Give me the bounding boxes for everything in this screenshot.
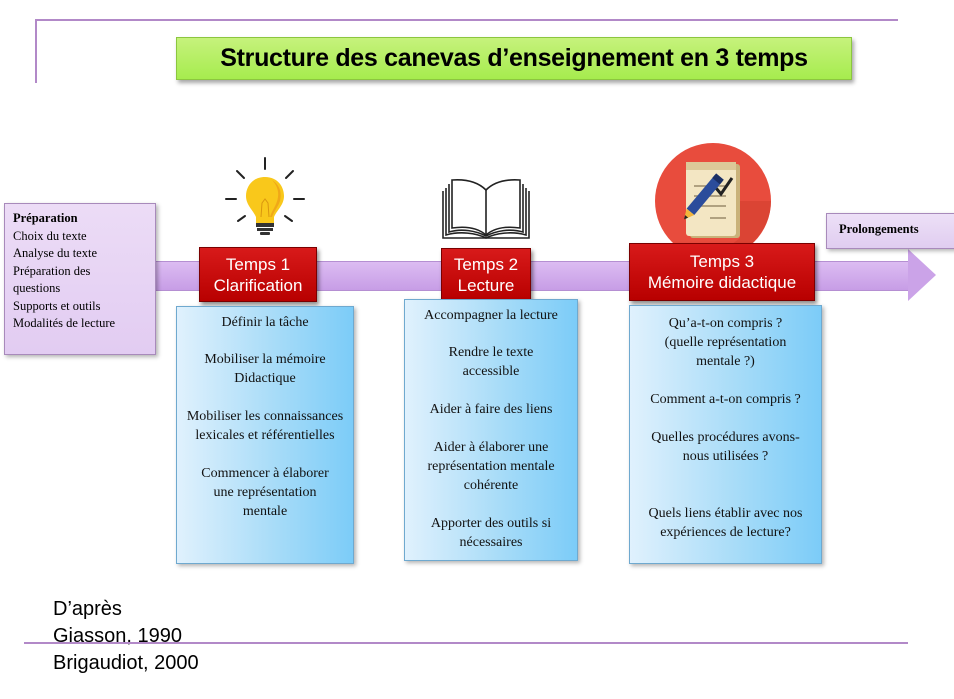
temps-3-label: Temps 3 Mémoire didactique <box>629 243 815 301</box>
preparation-item: Choix du texte <box>13 228 87 243</box>
preparation-item: questions <box>13 281 61 295</box>
temps-3-name: Mémoire didactique <box>647 273 797 292</box>
temps-3-item: Comment a-t-on compris ? <box>650 392 801 407</box>
preparation-box: Préparation Choix du texte Analyse du te… <box>4 203 156 355</box>
preparation-item: Modalités de lecture <box>13 316 116 330</box>
temps-1-item: Définir la tâche <box>221 315 309 330</box>
credit-line: Brigaudiot, 2000 <box>53 652 199 674</box>
top-rule <box>35 19 898 21</box>
temps-3-content-box: Qu’a-t-on compris ? (quelle représentati… <box>629 305 822 564</box>
temps-3-number: Temps 3 <box>689 252 755 271</box>
preparation-item: Analyse du texte <box>13 246 98 260</box>
credit-line: D’après <box>53 598 122 620</box>
temps-1-name: Clarification <box>213 275 303 295</box>
temps-3-item: Qu’a-t-on compris ? (quelle représentati… <box>664 316 787 369</box>
temps-3-item: Quels liens établir avec nos expériences… <box>648 506 803 540</box>
temps-1-label: Temps 1 Clarification <box>199 247 317 302</box>
temps-2-content-box: Accompagner la lecture Rendre le texte a… <box>404 299 578 561</box>
preparation-item: Supports et outils <box>13 298 101 313</box>
temps-2-item: Aider à élaborer une représentation ment… <box>427 440 555 493</box>
timeline-arrow-head <box>908 249 936 301</box>
temps-1-number: Temps 1 <box>225 254 291 274</box>
credit-line: Giasson, 1990 <box>53 625 182 647</box>
diagram-title: Structure des canevas d’enseignement en … <box>220 44 808 72</box>
temps-2-label: Temps 2 Lecture <box>441 248 531 301</box>
temps-1-content-box: Définir la tâche Mobiliser la mémoire Di… <box>176 306 354 564</box>
temps-1-item: Commencer à élaborer une représentation … <box>201 466 329 519</box>
temps-2-item: Aider à faire des liens <box>429 402 553 417</box>
temps-1-item: Mobiliser la mémoire Didactique <box>204 352 326 386</box>
temps-2-number: Temps 2 <box>453 254 519 274</box>
title-banner: Structure des canevas d’enseignement en … <box>176 37 852 80</box>
source-credits: D’après Giasson, 1990 Brigaudiot, 2000 <box>53 596 199 677</box>
temps-2-name: Lecture <box>457 275 515 295</box>
bottom-rule <box>24 642 908 644</box>
temps-1-item: Mobiliser les connaissances lexicales et… <box>186 409 344 443</box>
preparation-item: Préparation des <box>13 263 91 278</box>
temps-2-item: Apporter des outils si nécessaires <box>430 516 552 550</box>
prolongements-box: Prolongements <box>826 213 954 249</box>
open-book-icon <box>442 179 530 239</box>
preparation-heading: Préparation <box>13 211 78 225</box>
temps-2-item: Accompagner la lecture <box>424 308 558 323</box>
left-rule <box>35 19 37 83</box>
temps-2-item: Rendre le texte accessible <box>448 345 534 379</box>
temps-3-item: Quelles procédures avons-nous utilisées … <box>651 430 800 464</box>
lightbulb-icon <box>225 157 305 235</box>
prolongements-label: Prolongements <box>839 222 919 236</box>
notepad-pencil-icon <box>655 143 771 259</box>
